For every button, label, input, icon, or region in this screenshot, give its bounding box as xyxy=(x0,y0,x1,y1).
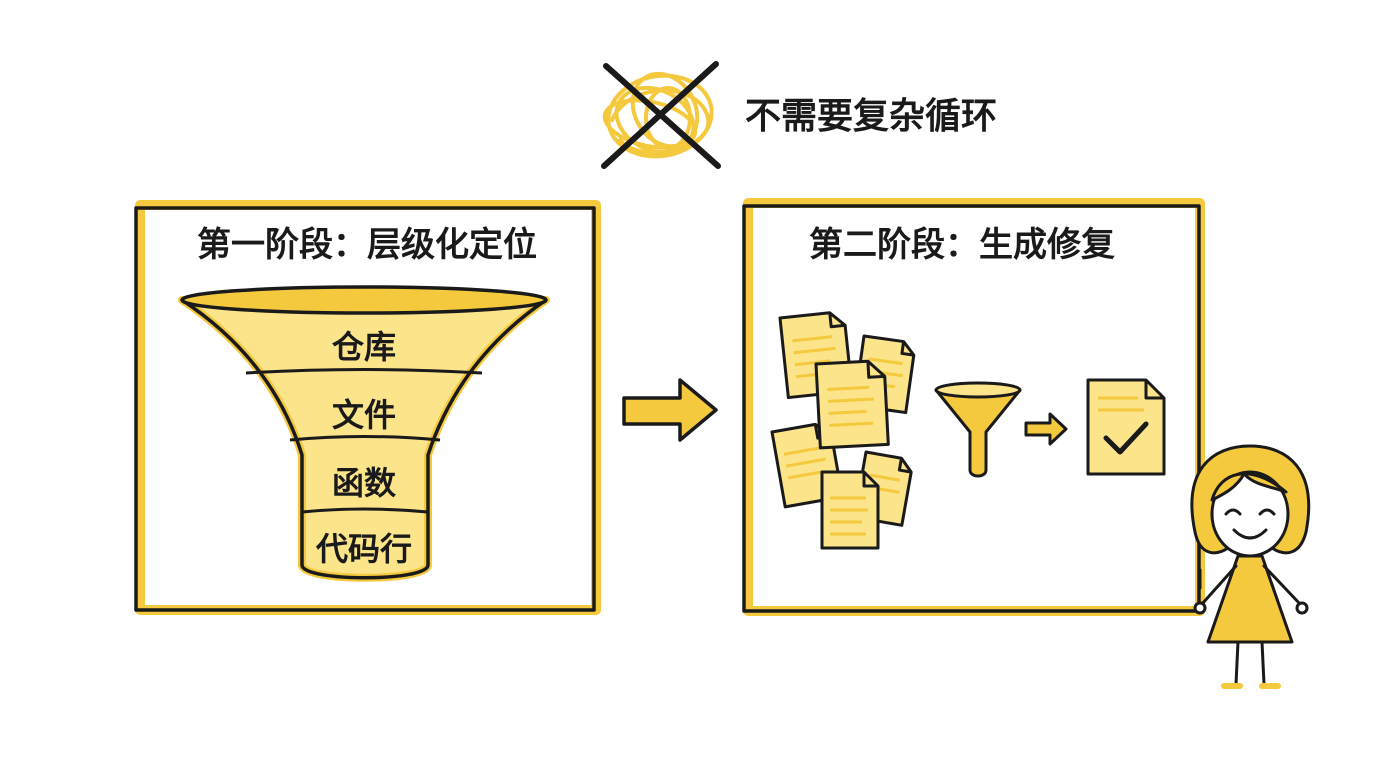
hierarchy-funnel xyxy=(178,285,550,582)
stage-transition-arrow-icon xyxy=(622,378,718,442)
stage1-panel xyxy=(134,200,601,615)
funnel-level-code-line: 代码行 xyxy=(315,530,412,568)
stage2-title: 第二阶段：生成修复 xyxy=(809,225,1115,265)
funnel-level-function: 函数 xyxy=(332,464,397,502)
filter-funnel-icon xyxy=(934,381,1022,478)
crossed-out-scribble-icon xyxy=(601,61,721,169)
small-arrow-icon xyxy=(1024,412,1068,446)
funnel-level-file: 文件 xyxy=(332,396,396,434)
top-note-text: 不需要复杂循环 xyxy=(745,96,997,137)
document-pile-icon xyxy=(770,311,916,550)
stage2-panel xyxy=(742,198,1205,616)
stage1-title: 第一阶段：层级化定位 xyxy=(197,225,537,265)
checked-document-icon xyxy=(1086,378,1166,476)
funnel-level-repository: 仓库 xyxy=(332,328,396,366)
girl-character-illustration xyxy=(1190,444,1311,689)
